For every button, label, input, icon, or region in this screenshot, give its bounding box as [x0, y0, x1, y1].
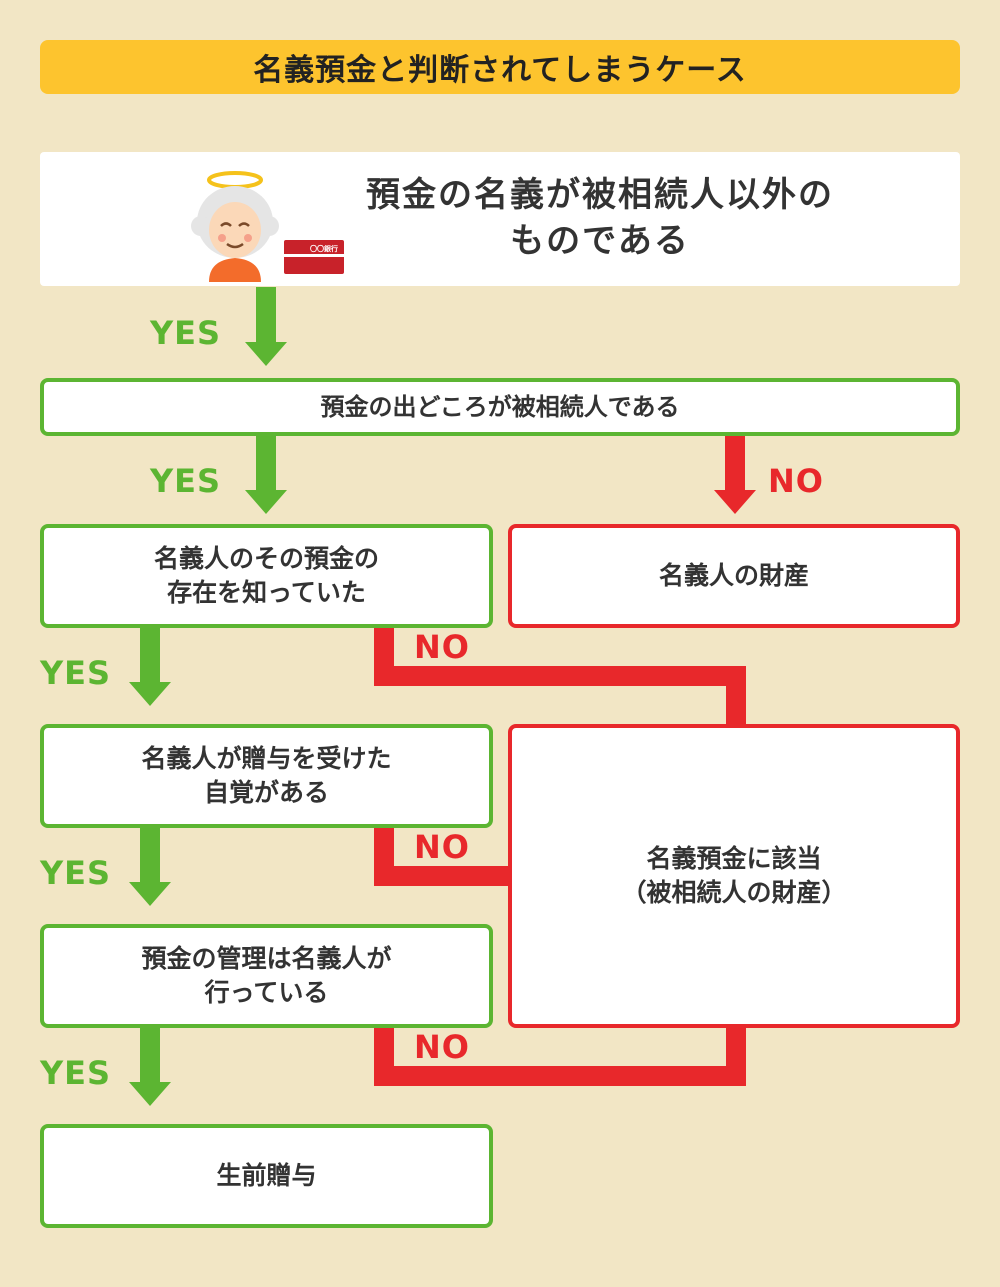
knew-box: 名義人のその預金の 存在を知っていた: [40, 524, 493, 628]
yes-arrow-1: [245, 287, 287, 366]
yes-arrow-3: [129, 628, 171, 706]
yes-label-3: YES: [40, 654, 112, 692]
yes-label-4: YES: [40, 854, 112, 892]
bankbook-icon: 〇〇銀行: [284, 240, 344, 274]
title-text: 名義預金と判断されてしまうケース: [253, 53, 747, 88]
yes-arrow-5: [129, 1028, 171, 1106]
no-label-knew: NO: [414, 628, 470, 666]
no-arrow-gift: [374, 828, 551, 897]
no-arrow-management: [374, 986, 757, 1086]
no-arrow-source: [714, 436, 756, 514]
start-text: 預金の名義が被相続人以外の ものである: [366, 175, 834, 261]
yes-arrow-4: [129, 828, 171, 906]
gift-awareness-text: 名義人が贈与を受けた 自覚がある: [141, 744, 392, 807]
bankbook-text: 〇〇銀行: [310, 244, 338, 253]
nominee-property-box: 名義人の財産: [508, 524, 960, 628]
gift-awareness-box: 名義人が贈与を受けた 自覚がある: [40, 724, 493, 828]
management-box: 預金の管理は名義人が 行っている: [40, 924, 493, 1028]
yes-label-5: YES: [40, 1054, 112, 1092]
no-label-gift: NO: [414, 828, 470, 866]
angel-grandmother-icon: [191, 171, 279, 282]
yes-label-1: YES: [150, 314, 222, 352]
yes-label-2: YES: [150, 462, 222, 500]
management-text: 預金の管理は名義人が 行っている: [141, 944, 392, 1007]
lifetime-gift-box: 生前贈与: [40, 1124, 493, 1228]
source-text: 預金の出どころが被相続人である: [320, 392, 680, 421]
nominal-deposit-text: 名義預金に該当 （被相続人の財産）: [621, 844, 847, 907]
lifetime-gift-text: 生前贈与: [216, 1161, 317, 1191]
nominee-property-text: 名義人の財産: [658, 561, 809, 591]
start-box: 〇〇銀行 預金の名義が被相続人以外の ものである: [40, 152, 960, 286]
knew-text: 名義人のその預金の 存在を知っていた: [153, 544, 379, 607]
no-label-management: NO: [414, 1028, 470, 1066]
yes-arrow-2: [245, 436, 287, 514]
source-box: 預金の出どころが被相続人である: [40, 378, 960, 436]
nominal-deposit-box: 名義預金に該当 （被相続人の財産）: [508, 724, 960, 1028]
page-title: 名義預金と判断されてしまうケース: [40, 40, 960, 94]
no-label-source: NO: [768, 462, 824, 500]
